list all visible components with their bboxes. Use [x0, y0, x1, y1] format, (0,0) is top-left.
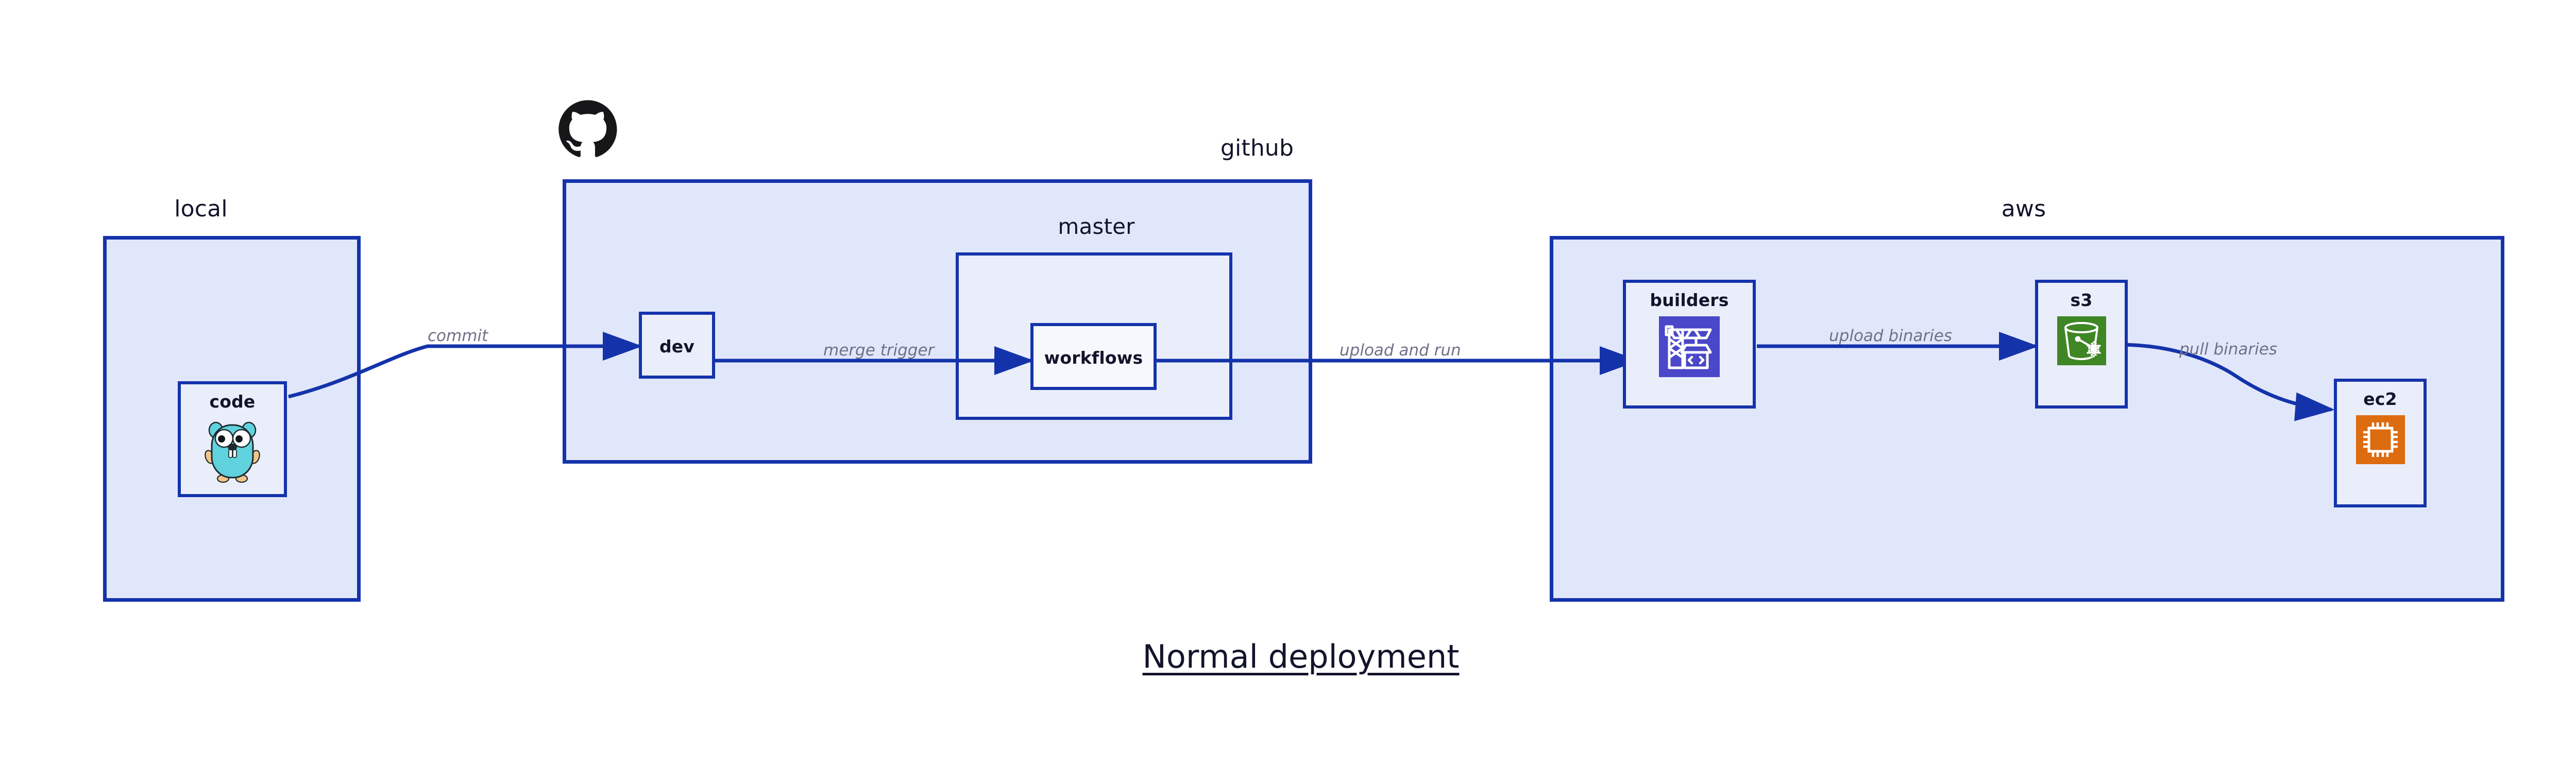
node-label-code: code — [209, 392, 256, 412]
edge-label-merge-trigger: merge trigger — [823, 341, 935, 360]
node-ec2[interactable]: ec2 — [2334, 379, 2427, 507]
node-label-workflows: workflows — [1044, 348, 1143, 368]
aws-ec2-cpu-chip-icon — [2355, 415, 2405, 466]
figure-title: Normal deployment — [1142, 638, 1460, 675]
node-s3[interactable]: s3 — [2035, 280, 2128, 409]
cluster-label-aws: aws — [2001, 196, 2046, 222]
aws-s3-glacier-bucket-icon — [2057, 316, 2106, 367]
node-label-builders: builders — [1650, 290, 1729, 310]
node-dev[interactable]: dev — [639, 312, 715, 379]
edge-label-upload-and-run: upload and run — [1340, 341, 1461, 360]
node-label-dev: dev — [659, 336, 695, 356]
node-label-ec2: ec2 — [2363, 389, 2397, 409]
node-label-s3: s3 — [2070, 290, 2093, 310]
cluster-label-github: github — [1220, 135, 1294, 161]
aws-codebuild-crane-icon — [1659, 316, 1720, 379]
edge-label-commit: commit — [428, 327, 488, 345]
github-octocat-logo — [556, 99, 619, 164]
node-code[interactable]: code — [178, 381, 287, 497]
node-builders[interactable]: builders — [1623, 280, 1756, 409]
go-gopher-icon — [205, 418, 260, 485]
edge-label-upload-binaries: upload binaries — [1829, 327, 1952, 345]
node-workflows[interactable]: workflows — [1030, 323, 1157, 390]
cluster-label-master: master — [1058, 214, 1135, 239]
edge-label-pull-binaries: pull binaries — [2179, 340, 2277, 359]
cluster-label-local: local — [174, 196, 228, 222]
